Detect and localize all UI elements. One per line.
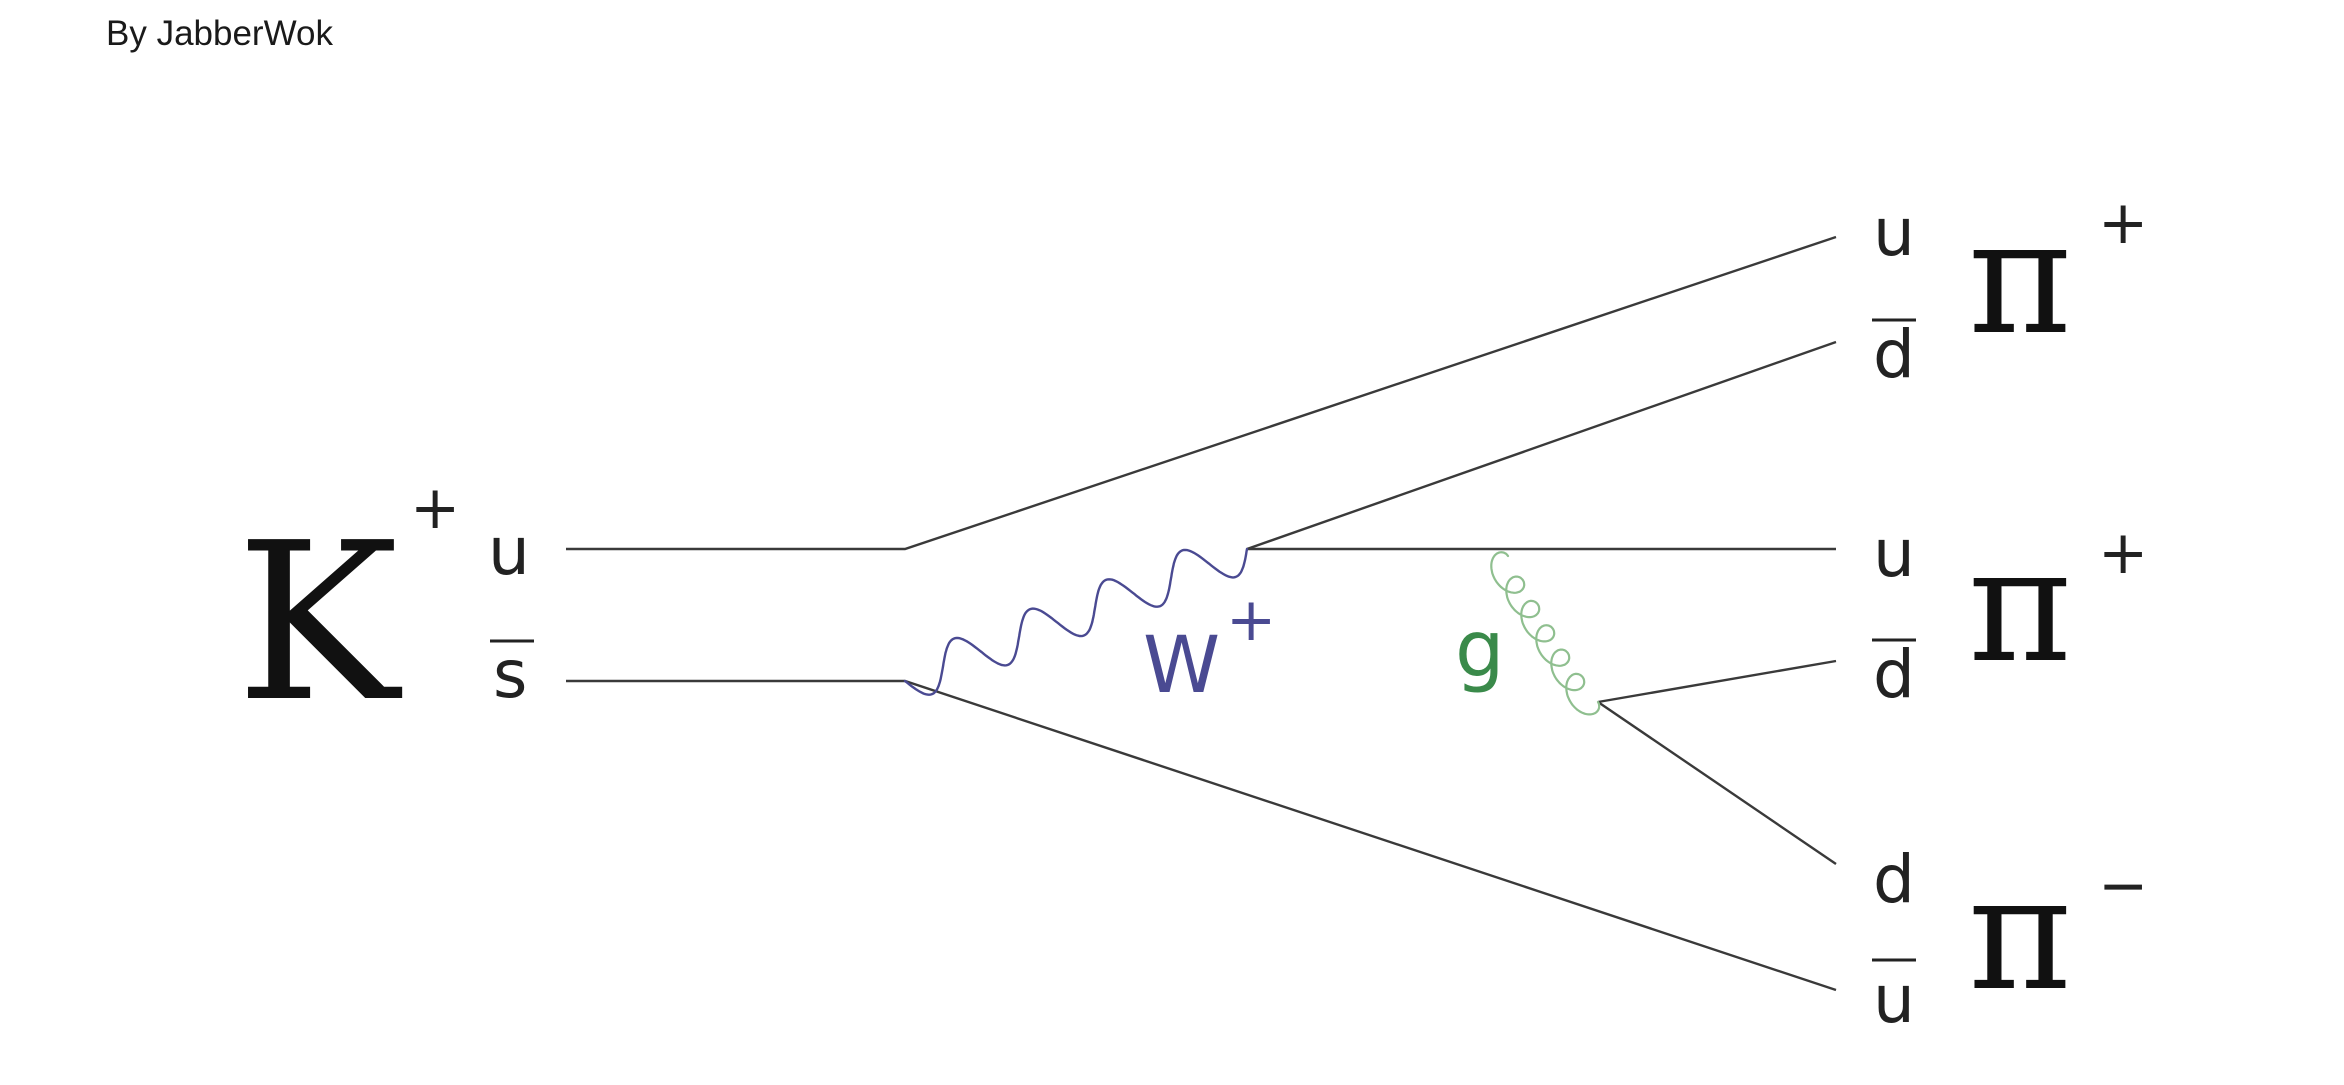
gluon-split-d-antiquark-line <box>1597 659 1837 704</box>
pion-1-quark-bottom: d <box>1873 316 1915 393</box>
pion-3-quark-bottom: u <box>1873 961 1915 1038</box>
pion-3-quark-top: d <box>1873 841 1915 918</box>
gluon-symbol: g <box>1455 605 1505 695</box>
pion-1-quark-top: u <box>1873 194 1915 271</box>
w-boson-charge: + <box>1226 585 1276 655</box>
pion-2-quark-top: u <box>1873 515 1915 592</box>
w-boson-symbol: W <box>1143 621 1220 711</box>
pion-3-charge: − <box>2098 851 2148 921</box>
pion-3-symbol: π <box>1968 842 2072 1026</box>
pion-2-quark-bottom: d <box>1873 636 1915 713</box>
pion-1-charge: + <box>2098 188 2148 258</box>
w-boson-wave <box>903 547 1249 696</box>
author-credit: By JabberWok <box>106 14 333 53</box>
initial-meson-charge: + <box>410 473 460 543</box>
pion-2-charge: + <box>2098 518 2148 588</box>
incoming-s-antiquark-line <box>566 679 1837 992</box>
initial-meson-symbol: K <box>236 497 403 750</box>
incoming-u-quark-line <box>566 235 1837 551</box>
w-decay-d-antiquark-line <box>1246 340 1837 551</box>
initial-quark-u: u <box>488 513 530 590</box>
initial-antiquark-s: s <box>493 636 527 713</box>
gluon-curl <box>1490 551 1601 716</box>
pion-1-symbol: π <box>1968 186 2072 370</box>
gluon-split-d-quark-line <box>1597 701 1837 865</box>
pion-2-symbol: π <box>1968 514 2072 698</box>
